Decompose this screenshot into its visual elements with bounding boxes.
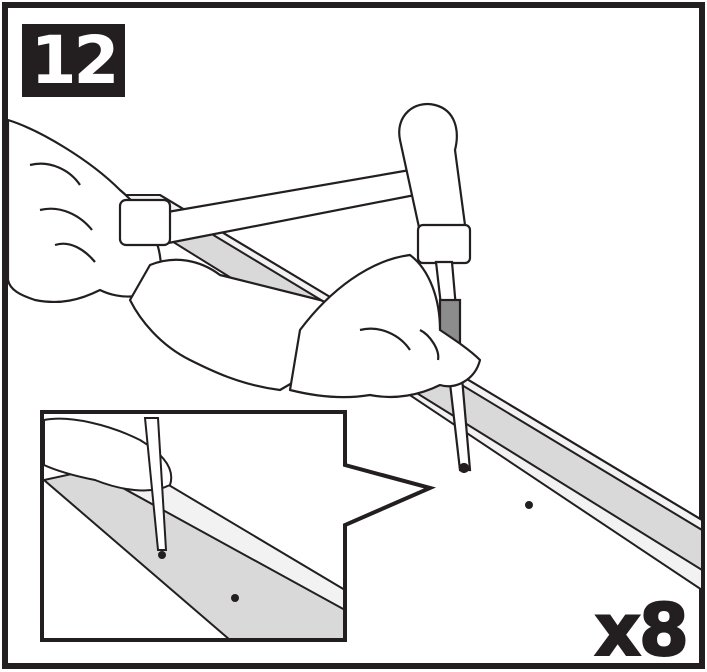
step-number-badge: 12 [22,24,125,97]
hammer-icon [118,102,472,265]
detail-callout-icon [40,410,437,642]
drill-mark [525,501,533,509]
inset-drill-mark [231,594,239,602]
quantity-label: x8 [593,588,690,672]
hand-icon [288,253,482,399]
inset-punch-tip [158,551,166,559]
